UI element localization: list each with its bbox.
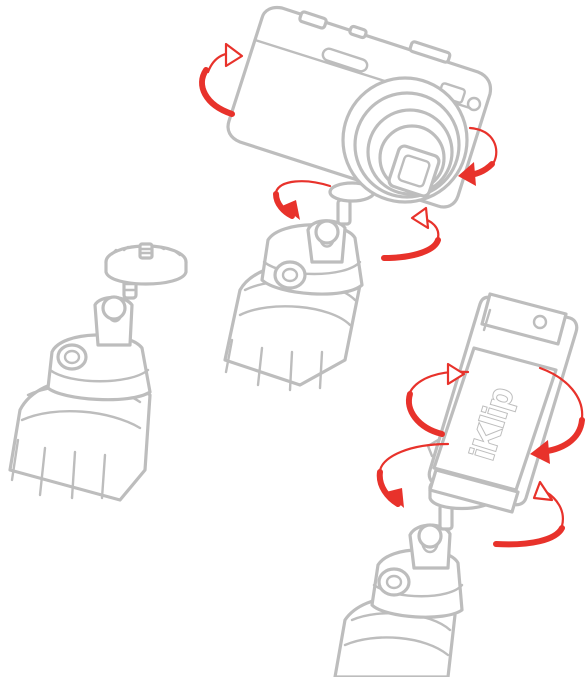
rotation-arrow-icon — [276, 181, 330, 220]
ball-head-mount-left — [10, 244, 186, 500]
ball-head-mount-iklip — [335, 472, 494, 677]
iklip-holder-icon: iKlip — [428, 294, 577, 512]
compact-camera-icon — [228, 7, 490, 206]
ball-head-mount-camera — [225, 183, 374, 390]
rotation-arrow-icon — [384, 208, 438, 258]
